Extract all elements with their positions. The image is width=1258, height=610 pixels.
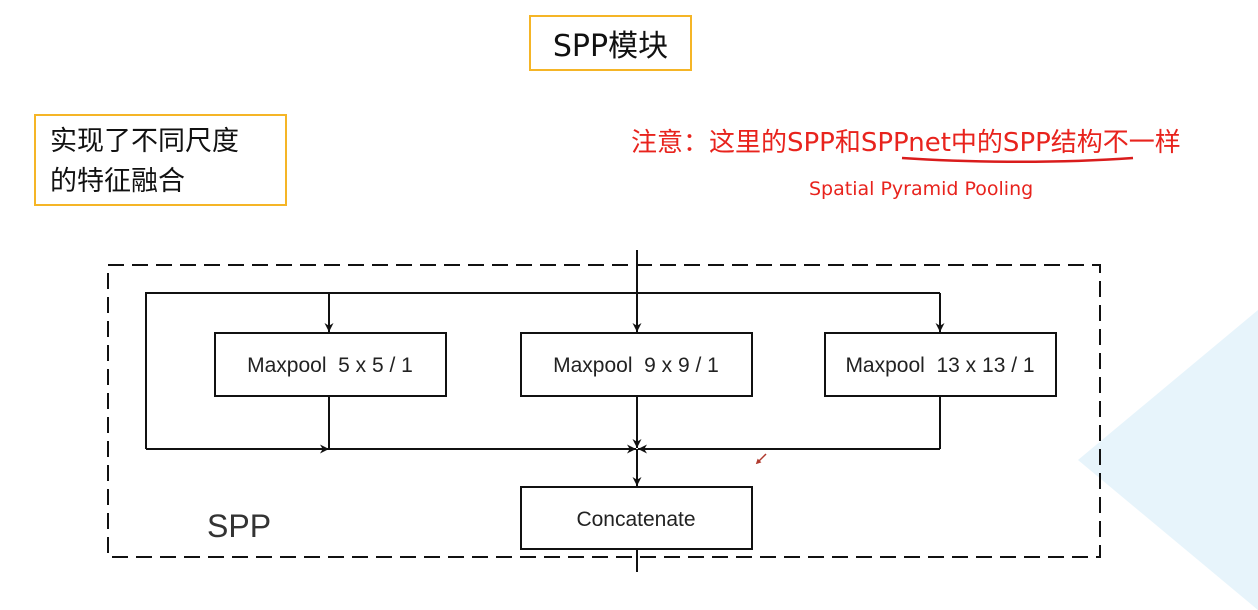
note-box: 实现了不同尺度 的特征融合 [34,114,287,206]
note-line-2: 的特征融合 [50,166,185,197]
maxpool-5-box [214,332,447,397]
concatenate-label: Concatenate [576,508,695,531]
maxpool-9-box [520,332,753,397]
pen-cursor-icon [755,453,767,465]
spp-full-name: Spatial Pyramid Pooling [809,178,1034,200]
underline-annotation [901,156,1134,164]
maxpool-13-box [824,332,1057,397]
note-line-1: 实现了不同尺度 [50,126,239,157]
concatenate-box [520,486,753,550]
page-title: SPP模块 [529,15,692,71]
top-branch-line [145,292,940,449]
spp-dashed-boundary [107,264,1101,558]
spp-block-label: SPP [207,508,271,544]
page-title-text: SPP模块 [552,29,669,64]
decorative-triangle [1078,310,1258,610]
maxpool-9-label: Maxpool 9 x 9 / 1 [553,354,719,377]
warning-text: 注意：这里的SPP和SPPnet中的SPP结构不一样 [631,128,1181,158]
maxpool-13-label: Maxpool 13 x 13 / 1 [845,354,1034,377]
maxpool-5-label: Maxpool 5 x 5 / 1 [247,354,413,377]
